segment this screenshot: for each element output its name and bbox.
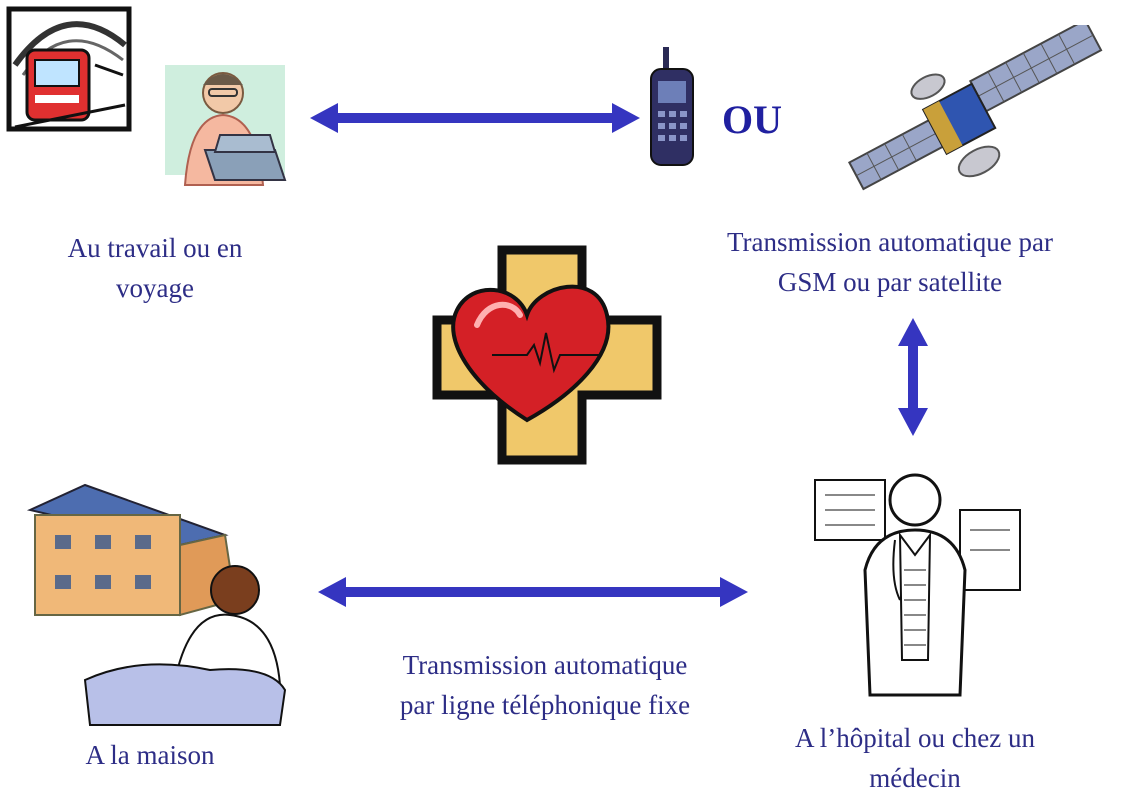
laptop-person-icon: [165, 65, 287, 186]
arrow-travel-gsm: [310, 103, 640, 133]
fixed-line-label-line-1: Transmission automatique: [402, 650, 688, 680]
home-label: A la maison: [85, 740, 215, 770]
travel-label-line-2: voyage: [116, 273, 194, 303]
ou-label: OU: [722, 97, 782, 142]
travel-label: Au travail ou en voyage: [20, 228, 290, 308]
arrow-gsm-hospital: [898, 318, 928, 436]
gsm-label-line-1: Transmission automatique par: [727, 227, 1053, 257]
satellite-icon: [847, 25, 1103, 191]
travel-label-line-1: Au travail ou en: [67, 233, 243, 263]
hospital-label: A l’hôpital ou chez un médecin: [735, 718, 1095, 791]
hospital-label-line-2: médecin: [869, 763, 961, 791]
hospital-label-line-1: A l’hôpital ou chez un: [795, 723, 1035, 753]
doctor-icon: [814, 473, 1021, 697]
mobile-phone-icon: [650, 47, 694, 166]
train-icon: [6, 6, 132, 132]
house-icon: [26, 483, 237, 617]
gsm-label: Transmission automatique par GSM ou par …: [670, 222, 1110, 302]
fixed-line-label: Transmission automatique par ligne télép…: [335, 645, 755, 725]
fixed-line-label-line-2: par ligne téléphonique fixe: [399, 690, 691, 720]
patient-in-bed-icon: [83, 565, 287, 726]
arrow-home-hospital: [318, 577, 748, 607]
gsm-label-line-2: GSM ou par satellite: [777, 267, 1003, 297]
heart-cross-icon: [432, 245, 662, 465]
